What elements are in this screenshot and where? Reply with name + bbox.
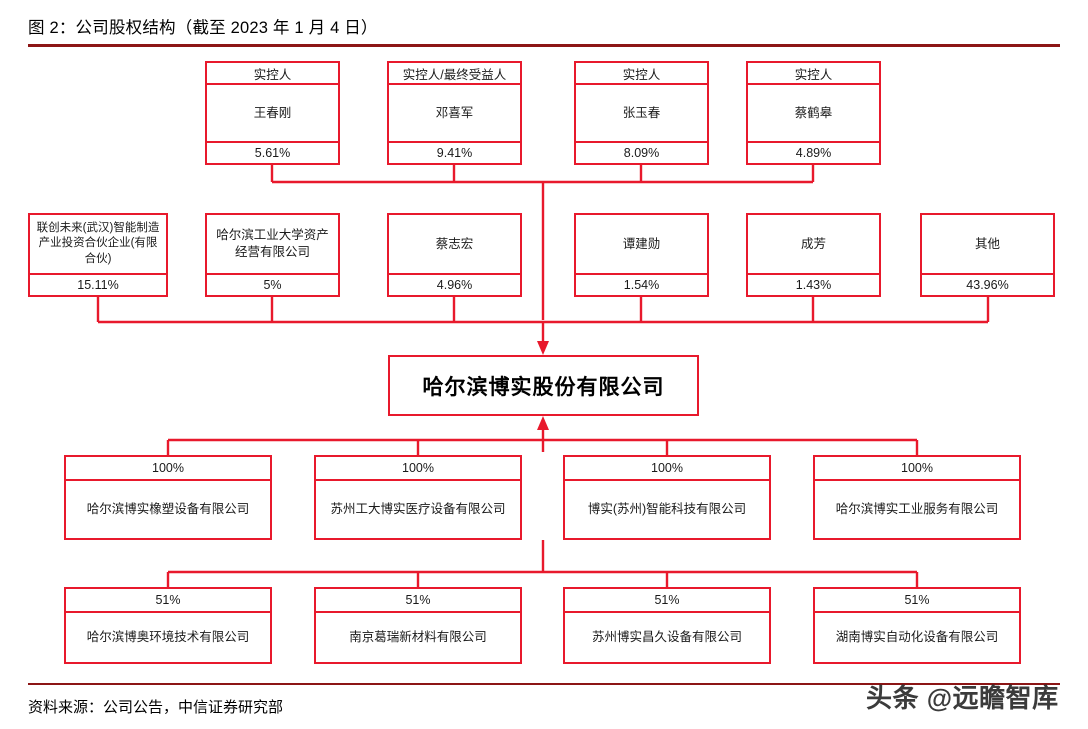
controller-stake-1: 5.61% (207, 141, 338, 163)
title-divider (28, 44, 1060, 47)
source-note: 资料来源：公司公告，中信证券研究部 (28, 699, 284, 716)
subsidiary-r1-stake-3: 100% (565, 457, 769, 481)
subsidiary-r1-name-1: 哈尔滨博实橡塑设备有限公司 (86, 502, 250, 517)
subsidiary-r2-node-4[interactable]: 51% 湖南博实自动化设备有限公司 (813, 587, 1021, 664)
shareholder-stake-5: 1.43% (748, 273, 879, 295)
subsidiary-r1-stake-1: 100% (66, 457, 270, 481)
center-company-node[interactable]: 哈尔滨博实股份有限公司 (388, 355, 699, 416)
controller-role-3: 实控人 (576, 63, 707, 85)
subsidiary-r2-name-3: 苏州博实昌久设备有限公司 (591, 630, 742, 645)
controller-stake-4: 4.89% (748, 141, 879, 163)
subsidiary-r1-node-3[interactable]: 100% 博实(苏州)智能科技有限公司 (563, 455, 771, 540)
controller-node-2[interactable]: 实控人/最终受益人 邓喜军 9.41% (387, 61, 522, 165)
controller-name-4: 蔡鹤皋 (794, 105, 833, 120)
footer-divider (28, 683, 1060, 685)
watermark: 头条 @远瞻智库 (866, 683, 1059, 713)
shareholder-node-3[interactable]: 蔡志宏 4.96% (387, 213, 522, 297)
subsidiary-r2-node-3[interactable]: 51% 苏州博实昌久设备有限公司 (563, 587, 771, 664)
controller-role-4: 实控人 (748, 63, 879, 85)
controller-role-2: 实控人/最终受益人 (389, 63, 520, 85)
shareholder-name-4: 谭建勋 (622, 236, 661, 251)
shareholder-name-1: 联创未来(武汉)智能制造产业投资合伙企业(有限合伙) (36, 221, 160, 265)
arrow-into-center (537, 341, 549, 355)
subsidiary-r1-name-2: 苏州工大博实医疗设备有限公司 (330, 502, 506, 517)
shareholder-stake-4: 1.54% (576, 273, 707, 295)
shareholder-name-2: 哈尔滨工业大学资产经营有限公司 (216, 228, 329, 259)
shareholder-name-3: 蔡志宏 (435, 236, 474, 251)
controller-name-2: 邓喜军 (435, 105, 474, 120)
shareholder-name-6: 其他 (974, 236, 1000, 251)
subsidiary-r1-node-4[interactable]: 100% 哈尔滨博实工业服务有限公司 (813, 455, 1021, 540)
subsidiary-r1-node-1[interactable]: 100% 哈尔滨博实橡塑设备有限公司 (64, 455, 272, 540)
shareholder-node-2[interactable]: 哈尔滨工业大学资产经营有限公司 5% (205, 213, 340, 297)
shareholder-node-1[interactable]: 联创未来(武汉)智能制造产业投资合伙企业(有限合伙) 15.11% (28, 213, 168, 297)
shareholder-node-5[interactable]: 成芳 1.43% (746, 213, 881, 297)
subsidiary-r1-stake-4: 100% (815, 457, 1019, 481)
controller-node-4[interactable]: 实控人 蔡鹤皋 4.89% (746, 61, 881, 165)
shareholder-node-4[interactable]: 谭建勋 1.54% (574, 213, 709, 297)
subsidiary-r2-node-2[interactable]: 51% 南京葛瑞新材料有限公司 (314, 587, 522, 664)
subsidiary-r2-name-1: 哈尔滨博奥环境技术有限公司 (86, 630, 250, 645)
subsidiary-r2-stake-2: 51% (316, 589, 520, 613)
controller-stake-3: 8.09% (576, 141, 707, 163)
controller-node-1[interactable]: 实控人 王春刚 5.61% (205, 61, 340, 165)
shareholder-stake-3: 4.96% (389, 273, 520, 295)
subsidiary-r2-stake-1: 51% (66, 589, 270, 613)
page-title: 图 2：公司股权结构（截至 2023 年 1 月 4 日） (28, 19, 378, 37)
subsidiary-r2-name-2: 南京葛瑞新材料有限公司 (349, 630, 487, 645)
shareholder-node-6[interactable]: 其他 43.96% (920, 213, 1055, 297)
controller-node-3[interactable]: 实控人 张玉春 8.09% (574, 61, 709, 165)
arrow-into-center-from-subsidiaries (537, 416, 549, 430)
controller-name-1: 王春刚 (253, 105, 292, 120)
subsidiary-r2-name-4: 湖南博实自动化设备有限公司 (835, 630, 999, 645)
subsidiary-r1-stake-2: 100% (316, 457, 520, 481)
controller-name-3: 张玉春 (622, 105, 661, 120)
subsidiary-r2-node-1[interactable]: 51% 哈尔滨博奥环境技术有限公司 (64, 587, 272, 664)
subsidiary-r1-node-2[interactable]: 100% 苏州工大博实医疗设备有限公司 (314, 455, 522, 540)
subsidiary-r2-stake-4: 51% (815, 589, 1019, 613)
controller-stake-2: 9.41% (389, 141, 520, 163)
subsidiary-r1-name-3: 博实(苏州)智能科技有限公司 (587, 502, 747, 517)
controller-role-1: 实控人 (207, 63, 338, 85)
shareholder-name-5: 成芳 (800, 236, 826, 251)
shareholder-stake-6: 43.96% (922, 273, 1053, 295)
shareholder-stake-1: 15.11% (30, 273, 166, 295)
subsidiary-r1-name-4: 哈尔滨博实工业服务有限公司 (835, 502, 999, 517)
shareholder-stake-2: 5% (207, 273, 338, 295)
subsidiary-r2-stake-3: 51% (565, 589, 769, 613)
